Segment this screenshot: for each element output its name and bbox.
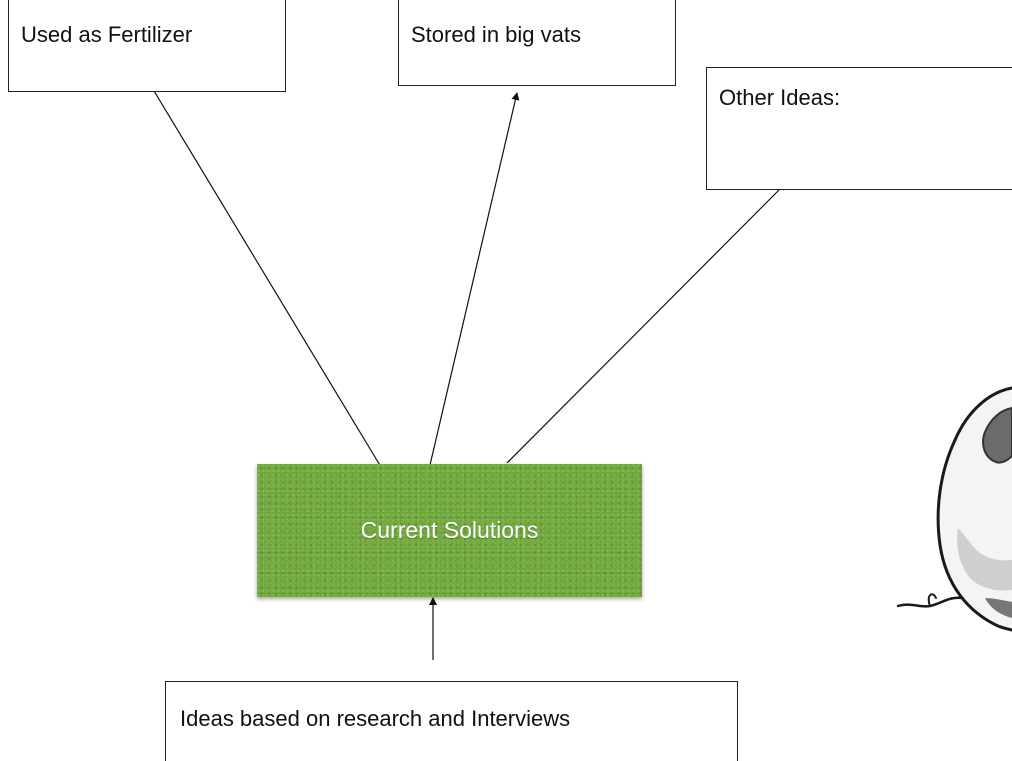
arrow-to-vats	[429, 92, 520, 466]
cow-spot-belly	[985, 598, 1012, 618]
node-used-as-fertilizer: Used as Fertilizer	[8, 0, 286, 92]
node-stored-in-big-vats: Stored in big vats	[398, 0, 676, 86]
cow-tail-curl	[927, 593, 937, 607]
node-other-ideas: Other Ideas:	[706, 67, 1012, 190]
node-label: Stored in big vats	[411, 22, 581, 47]
node-current-solutions: Current Solutions	[257, 464, 642, 597]
node-label: Current Solutions	[360, 517, 539, 543]
cow-spot-top	[982, 407, 1012, 464]
node-label: Used as Fertilizer	[21, 22, 193, 47]
node-label: Other Ideas:	[719, 85, 841, 110]
cow-illustration	[896, 386, 1012, 632]
node-label: Ideas based on research and Interviews	[180, 706, 571, 731]
arrow-to-fertilizer	[147, 80, 382, 468]
node-ideas-research-interviews: Ideas based on research and Interviews	[165, 681, 738, 761]
arrow-to-other	[506, 182, 787, 464]
cow-spot-lower	[957, 528, 1012, 591]
